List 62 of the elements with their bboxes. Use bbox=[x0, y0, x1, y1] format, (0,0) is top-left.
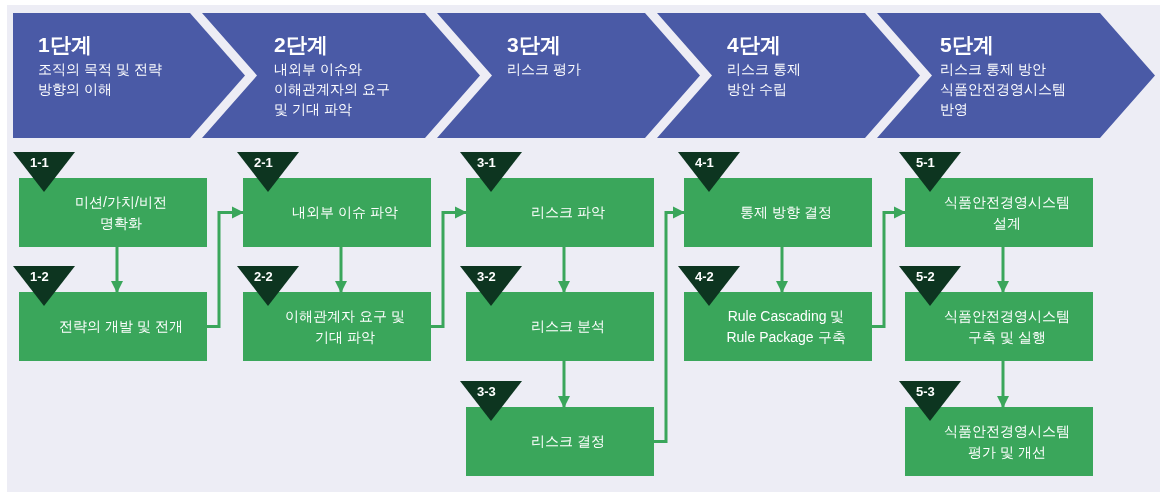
step-box bbox=[19, 292, 207, 361]
arrow bbox=[872, 206, 906, 328]
arrow bbox=[207, 206, 244, 328]
step-number: 5-2 bbox=[916, 269, 935, 285]
step-label: 이해관계자 요구 및 기대 파악 bbox=[284, 306, 406, 347]
stage-description: 내외부 이슈와 이해관계자의 요구 및 기대 파악 bbox=[274, 60, 391, 119]
step-label: 식품안전경영시스템 구축 및 실행 bbox=[943, 306, 1071, 347]
step-box bbox=[684, 292, 872, 361]
step-number: 4-2 bbox=[695, 269, 714, 285]
stage-heading: 5단계 bbox=[940, 32, 995, 58]
step-box bbox=[684, 178, 872, 247]
arrow bbox=[776, 247, 788, 293]
arrow bbox=[654, 206, 685, 443]
stage-description: 리스크 통제 방안 수립 bbox=[727, 60, 802, 99]
arrow bbox=[431, 206, 467, 328]
step-number: 5-3 bbox=[916, 384, 935, 400]
stage-banner bbox=[877, 13, 1155, 138]
step-box bbox=[466, 292, 654, 361]
step-box bbox=[905, 407, 1093, 476]
step-label: 미션/가치/비전 명확화 bbox=[74, 192, 168, 233]
step-label: 식품안전경영시스템 설계 bbox=[943, 192, 1071, 233]
step-box bbox=[19, 178, 207, 247]
step-label: 전략의 개발 및 전개 bbox=[59, 317, 183, 336]
stage-heading: 3단계 bbox=[507, 32, 562, 58]
stage-heading: 4단계 bbox=[727, 32, 782, 58]
step-box bbox=[243, 178, 431, 247]
stage-description: 리스크 통제 방안 식품안전경영시스템 반영 bbox=[940, 60, 1067, 119]
stage-banner bbox=[657, 13, 920, 138]
step-label: Rule Cascading 및 Rule Package 구축 bbox=[725, 306, 847, 347]
stage-banner bbox=[202, 13, 480, 138]
step-label: 리스크 분석 bbox=[531, 317, 605, 336]
arrow bbox=[997, 361, 1009, 408]
stage-banner bbox=[437, 13, 700, 138]
step-label: 통제 방향 결정 bbox=[740, 203, 832, 222]
step-number: 3-1 bbox=[477, 155, 496, 171]
stage-heading: 1단계 bbox=[38, 32, 93, 58]
arrow bbox=[335, 247, 347, 293]
stage-banner bbox=[13, 13, 245, 138]
arrow bbox=[558, 361, 570, 408]
step-box bbox=[243, 292, 431, 361]
step-label: 리스크 결정 bbox=[531, 432, 605, 451]
step-number: 5-1 bbox=[916, 155, 935, 171]
step-number: 4-1 bbox=[695, 155, 714, 171]
arrow bbox=[997, 247, 1009, 293]
step-number: 2-2 bbox=[254, 269, 273, 285]
step-number: 3-3 bbox=[477, 384, 496, 400]
step-label: 리스크 파악 bbox=[531, 203, 605, 222]
step-number: 3-2 bbox=[477, 269, 496, 285]
step-box bbox=[466, 178, 654, 247]
step-box bbox=[905, 178, 1093, 247]
step-box bbox=[905, 292, 1093, 361]
arrow bbox=[558, 247, 570, 293]
arrow bbox=[111, 247, 123, 293]
step-number: 1-1 bbox=[30, 155, 49, 171]
stage-description: 리스크 평가 bbox=[507, 60, 582, 79]
step-label: 식품안전경영시스템 평가 및 개선 bbox=[943, 421, 1071, 462]
stage-heading: 2단계 bbox=[274, 32, 329, 58]
step-number: 1-2 bbox=[30, 269, 49, 285]
step-number: 2-1 bbox=[254, 155, 273, 171]
step-label: 내외부 이슈 파악 bbox=[292, 203, 398, 222]
step-box bbox=[466, 407, 654, 476]
stage-description: 조직의 목적 및 전략 방향의 이해 bbox=[38, 60, 163, 99]
